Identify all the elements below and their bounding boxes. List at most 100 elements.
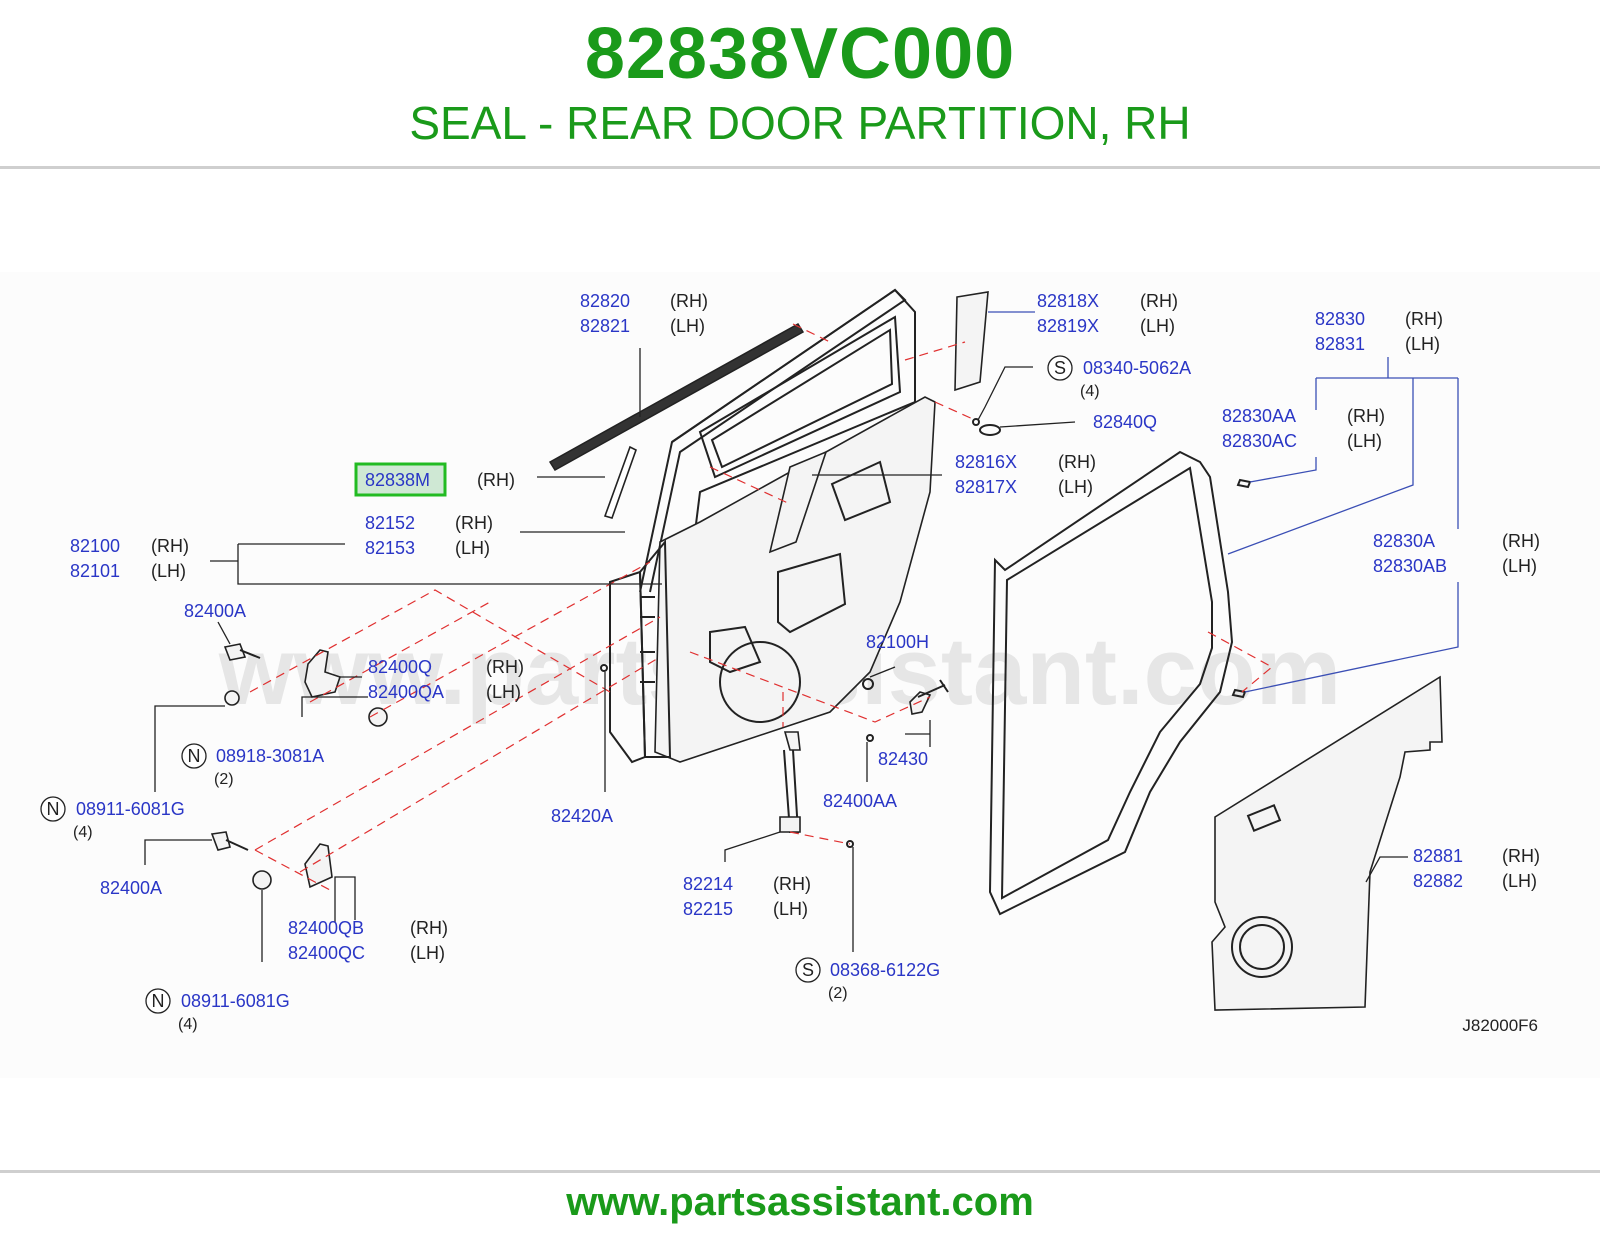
side-label: (RH): [773, 874, 811, 894]
weatherstrip-drawing: [548, 322, 1234, 916]
part-description-subtitle: SEAL - REAR DOOR PARTITION, RH: [409, 97, 1191, 149]
callout-08340-5062A[interactable]: S 08340-5062A (4): [1047, 355, 1191, 400]
side-label: (RH): [1405, 309, 1443, 329]
part-code[interactable]: 82214: [683, 874, 733, 894]
footer-divider: [0, 1170, 1600, 1173]
part-code[interactable]: 08911-6081G: [181, 991, 290, 1011]
callout-82881[interactable]: 82881 (RH) 82882 (LH): [1413, 846, 1540, 891]
prefix-badge: N: [47, 799, 60, 819]
part-code[interactable]: 82101: [70, 561, 120, 581]
callout-82820[interactable]: 82820 (RH) 82821 (LH): [580, 291, 708, 336]
side-label: (LH): [1502, 871, 1537, 891]
part-code[interactable]: 82820: [580, 291, 630, 311]
callout-82840Q[interactable]: 82840Q: [1093, 412, 1157, 432]
side-label: (LH): [1058, 477, 1093, 497]
header-divider: [0, 166, 1600, 169]
part-number-title: 82838VC000: [584, 14, 1016, 94]
part-code[interactable]: 08368-6122G: [830, 960, 940, 980]
side-label: (LH): [486, 682, 521, 702]
callout-82400AA[interactable]: 82400AA: [823, 791, 897, 811]
side-label: (LH): [1140, 316, 1175, 336]
part-code[interactable]: 82817X: [955, 477, 1017, 497]
side-label: (RH): [410, 918, 448, 938]
part-code[interactable]: 82818X: [1037, 291, 1099, 311]
prefix-badge: S: [802, 960, 814, 980]
prefix-badge: N: [152, 991, 165, 1011]
part-code[interactable]: 82840Q: [1093, 412, 1157, 432]
door-trim-panel-drawing: [1211, 675, 1443, 1011]
side-label: (RH): [1347, 406, 1385, 426]
callout-82830A[interactable]: 82830A (RH) 82830AB (LH): [1373, 531, 1540, 576]
callout-82400QB[interactable]: 82400QB (RH) 82400QC (LH): [288, 918, 448, 963]
part-code[interactable]: 82420A: [551, 806, 613, 826]
part-code[interactable]: 82830AB: [1373, 556, 1447, 576]
part-code[interactable]: 82430: [878, 749, 928, 769]
side-label: (RH): [1502, 846, 1540, 866]
callout-08918-3081A[interactable]: N 08918-3081A (2): [181, 743, 324, 788]
part-code[interactable]: 82830A: [1373, 531, 1435, 551]
side-label: (RH): [455, 513, 493, 533]
part-code[interactable]: 82819X: [1037, 316, 1099, 336]
part-code[interactable]: 82882: [1413, 871, 1463, 891]
part-code[interactable]: 08918-3081A: [216, 746, 324, 766]
leader-lines: [144, 311, 1459, 962]
callout-82100H[interactable]: 82100H: [866, 632, 929, 652]
part-code[interactable]: 82400Q: [368, 657, 432, 677]
callout-82400A-upper[interactable]: 82400A: [184, 601, 246, 621]
part-code[interactable]: 82881: [1413, 846, 1463, 866]
footer-website-link[interactable]: www.partsassistant.com: [566, 1180, 1034, 1224]
callout-82400Q[interactable]: 82400Q (RH) 82400QA (LH): [368, 657, 524, 702]
part-code[interactable]: 82830: [1315, 309, 1365, 329]
part-code[interactable]: 82100: [70, 536, 120, 556]
quantity-label: (2): [214, 771, 234, 788]
side-label: (LH): [773, 899, 808, 919]
side-label: (RH): [1058, 452, 1096, 472]
callout-82420A[interactable]: 82420A: [551, 806, 613, 826]
side-label: (LH): [151, 561, 186, 581]
part-code[interactable]: 82153: [365, 538, 415, 558]
callout-82400A-lower[interactable]: 82400A: [100, 878, 162, 898]
quantity-label: (4): [178, 1016, 198, 1033]
callout-82214[interactable]: 82214 (RH) 82215 (LH): [683, 874, 811, 919]
prefix-badge: N: [188, 746, 201, 766]
side-label: (RH): [670, 291, 708, 311]
part-code[interactable]: 82152: [365, 513, 415, 533]
part-code[interactable]: 82400QB: [288, 918, 364, 938]
part-code[interactable]: 82400AA: [823, 791, 897, 811]
part-code[interactable]: 82400QA: [368, 682, 444, 702]
part-code[interactable]: 82831: [1315, 334, 1365, 354]
highlighted-part-code[interactable]: 82838M: [365, 470, 430, 490]
part-code[interactable]: 82215: [683, 899, 733, 919]
callout-82152[interactable]: 82152 (RH) 82153 (LH): [365, 513, 493, 558]
part-code[interactable]: 82400A: [100, 878, 162, 898]
assembly-dashed-lines: [249, 323, 1274, 891]
callout-82838M-highlighted[interactable]: 82838M (RH): [354, 462, 515, 497]
quantity-label: (4): [1080, 383, 1100, 400]
part-code[interactable]: 82100H: [866, 632, 929, 652]
callout-82816X[interactable]: 82816X (RH) 82817X (LH): [955, 452, 1096, 497]
part-code[interactable]: 08911-6081G: [76, 799, 185, 819]
part-code[interactable]: 82400A: [184, 601, 246, 621]
side-label: (LH): [1502, 556, 1537, 576]
part-code[interactable]: 08340-5062A: [1083, 358, 1191, 378]
door-shell-drawing: [609, 288, 936, 764]
part-code[interactable]: 82816X: [955, 452, 1017, 472]
side-label: (LH): [455, 538, 490, 558]
quantity-label: (4): [73, 824, 93, 841]
callout-82100[interactable]: 82100 (RH) 82101 (LH): [70, 536, 189, 581]
callout-08911-6081G-upper[interactable]: N 08911-6081G (4): [40, 796, 185, 841]
part-code[interactable]: 82830AC: [1222, 431, 1297, 451]
callout-82818X[interactable]: 82818X (RH) 82819X (LH): [1037, 291, 1178, 336]
page-header: 82838VC000 SEAL - REAR DOOR PARTITION, R…: [0, 0, 1600, 170]
callout-08368-6122G[interactable]: S 08368-6122G (2): [795, 957, 940, 1002]
callout-82830AA[interactable]: 82830AA (RH) 82830AC (LH): [1222, 406, 1385, 451]
side-label: (LH): [670, 316, 705, 336]
prefix-badge: S: [1054, 358, 1066, 378]
small-parts-drawing: [210, 291, 1252, 890]
callout-08911-6081G-lower[interactable]: N 08911-6081G (4): [145, 988, 290, 1033]
callout-82830[interactable]: 82830 (RH) 82831 (LH): [1315, 309, 1443, 354]
part-code[interactable]: 82400QC: [288, 943, 365, 963]
callout-82430[interactable]: 82430: [878, 749, 928, 769]
part-code[interactable]: 82830AA: [1222, 406, 1296, 426]
part-code[interactable]: 82821: [580, 316, 630, 336]
